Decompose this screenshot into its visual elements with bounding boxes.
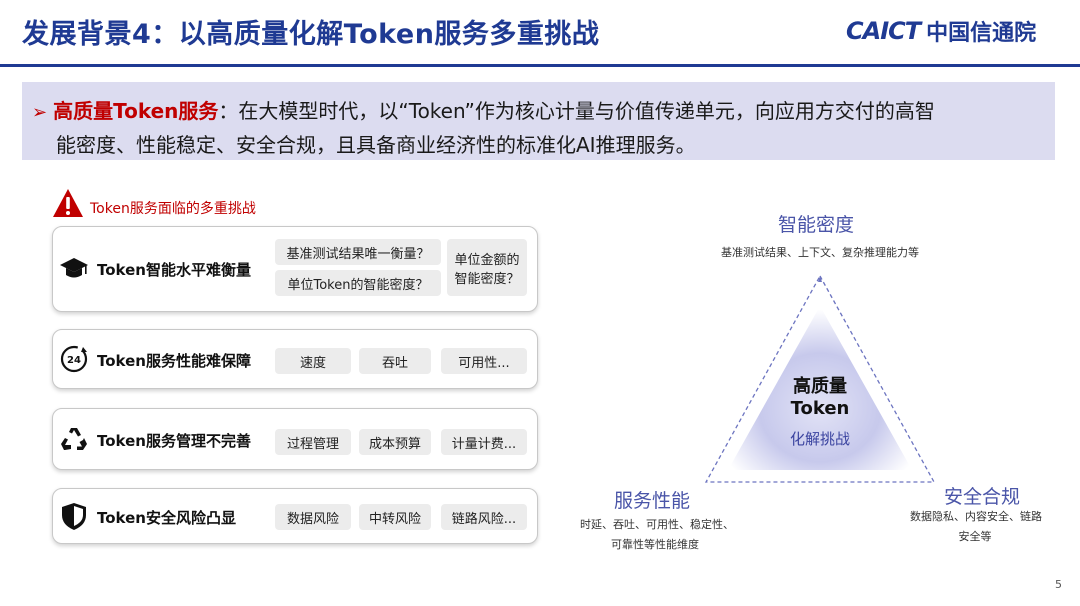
card-title: Token安全风险凸显 (97, 509, 236, 527)
graduation-cap-icon (60, 258, 88, 278)
vertex-top-description: 基准测试结果、上下文、复杂推理能力等 (721, 246, 919, 259)
challenge-tag: 成本预算 (359, 429, 431, 455)
challenge-tag: 中转风险 (359, 504, 431, 530)
definition-term: 高质量Token服务 (53, 99, 219, 123)
challenge-card-performance: 24 Token服务性能难保障 速度 吞吐 可用性... (52, 329, 538, 389)
center-title-line-2: Token (790, 398, 850, 419)
challenge-card-management: Token服务管理不完善 过程管理 成本预算 计量计费... (52, 408, 538, 470)
tag-line: 智能密度？ (454, 271, 520, 287)
challenge-tag: 过程管理 (275, 429, 351, 455)
vertex-left-desc-1: 时延、吞吐、可用性、稳定性、 (580, 518, 734, 531)
vertex-top-title: 智能密度 (778, 214, 855, 236)
quality-triangle-diagram (704, 274, 936, 483)
shield-icon (62, 503, 86, 530)
logo-english: CAICT (846, 17, 921, 45)
challenge-tag: 计量计费... (441, 429, 527, 455)
svg-text:24: 24 (67, 355, 81, 366)
definition-line-2: 能密度、性能稳定、安全合规，且具备商业经济性的标准化AI推理服务。 (56, 133, 696, 157)
challenge-tag: 数据风险 (275, 504, 351, 530)
challenge-tag: 链路风险... (441, 504, 527, 530)
center-title-line-1: 高质量 (793, 376, 847, 397)
vertex-right-desc-2: 安全等 (958, 530, 992, 543)
recycle-icon (61, 428, 87, 450)
page-number: 5 (1055, 578, 1062, 591)
vertex-right-title: 安全合规 (944, 486, 1021, 508)
card-title: Token服务管理不完善 (97, 432, 251, 450)
challenge-card-intelligence: Token智能水平难衡量 基准测试结果唯一衡量？ 单位Token的智能密度？ 单… (52, 226, 538, 312)
challenge-tag: 吞吐 (359, 348, 431, 374)
challenge-tag: 可用性... (441, 348, 527, 374)
warning-icon (53, 189, 83, 217)
vertex-left-title: 服务性能 (614, 490, 691, 512)
challenges-heading: Token服务面临的多重挑战 (90, 201, 256, 217)
caict-logo: CAICT 中国信通院 (846, 16, 1036, 46)
definition-text-1: ：在大模型时代，以“Token”作为核心计量与价值传递单元，向应用方交付的高智 (218, 99, 935, 123)
challenge-tag-cost-density: 单位金额的 智能密度？ (447, 239, 527, 296)
challenge-tag: 速度 (275, 348, 351, 374)
vertex-right-desc-1: 数据隐私、内容安全、链路 (910, 510, 1042, 523)
challenge-tag: 单位Token的智能密度？ (275, 270, 441, 296)
header-divider (0, 64, 1080, 67)
logo-chinese: 中国信通院 (926, 21, 1037, 46)
challenge-card-security: Token安全风险凸显 数据风险 中转风险 链路风险... (52, 488, 538, 544)
bullet-arrow-icon: ➢ (32, 102, 48, 123)
definition-line-1: ➢高质量Token服务：在大模型时代，以“Token”作为核心计量与价值传递单元… (32, 95, 935, 124)
center-subtitle: 化解挑战 (789, 430, 850, 448)
card-title: Token服务性能难保障 (97, 352, 251, 370)
challenge-tag: 基准测试结果唯一衡量？ (275, 239, 441, 265)
clock-24-icon: 24 (60, 345, 88, 373)
tag-line: 单位金额的 (454, 252, 520, 268)
card-title: Token智能水平难衡量 (97, 261, 251, 279)
page-title: 发展背景4：以高质量化解Token服务多重挑战 (22, 19, 600, 50)
vertex-left-desc-2: 可靠性等性能维度 (611, 538, 699, 551)
definition-box (22, 82, 1055, 160)
